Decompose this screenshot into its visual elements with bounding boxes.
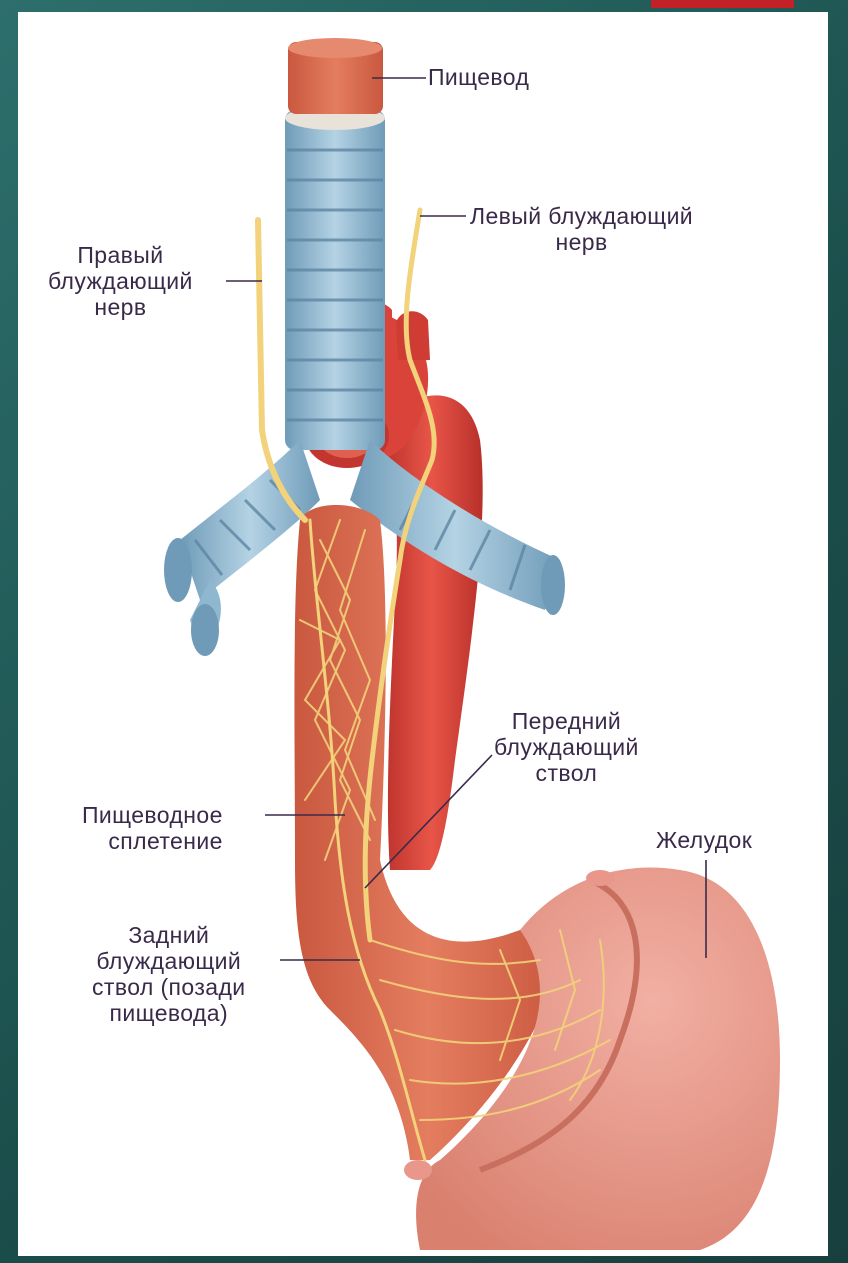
label-esophagus: Пищевод: [428, 64, 529, 90]
label-posterior-vagal-trunk: Задний блуждающий ствол (позади пищевода…: [92, 922, 246, 1026]
label-stomach: Желудок: [656, 827, 752, 853]
label-anterior-vagal-trunk: Передний блуждающий ствол: [494, 708, 639, 786]
label-left-vagus-nerve: Левый блуждающий нерв: [470, 203, 693, 255]
label-esophageal-plexus: Пищеводное сплетение: [82, 802, 223, 854]
label-right-vagus-nerve: Правый блуждающий нерв: [48, 242, 193, 320]
